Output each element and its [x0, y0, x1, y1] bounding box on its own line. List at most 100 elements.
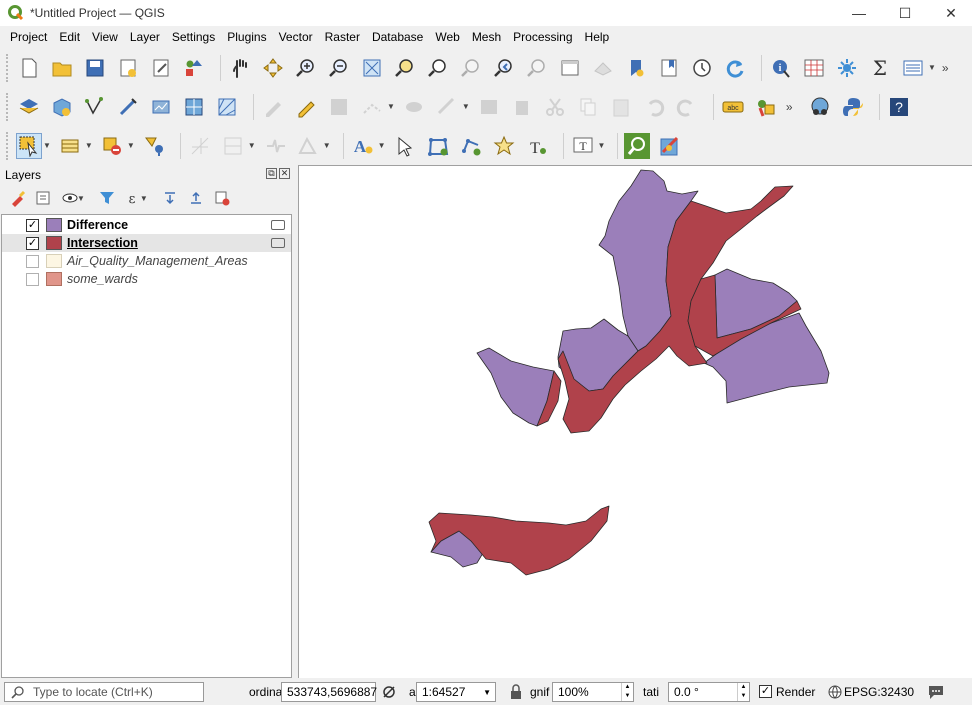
toolbar-overflow-icon[interactable]: » — [785, 99, 793, 114]
layer-visibility-checkbox[interactable] — [26, 272, 39, 286]
delete-selected-icon[interactable] — [509, 94, 535, 120]
menu-edit[interactable]: Edit — [59, 30, 81, 44]
dropdown-arrow-icon[interactable]: ▼ — [77, 193, 85, 203]
render-checkbox[interactable]: ✓ — [759, 685, 772, 698]
tracing-icon[interactable] — [262, 133, 288, 159]
collapse-all-icon[interactable] — [186, 188, 206, 208]
filter-legend-icon[interactable] — [97, 188, 117, 208]
zoom-to-layer-icon[interactable] — [425, 55, 451, 81]
toolbar-grip[interactable] — [6, 53, 10, 82]
text-annotation-icon[interactable]: T — [570, 133, 596, 159]
menu-project[interactable]: Project — [10, 30, 48, 44]
dropdown-arrow-icon[interactable]: ▼ — [139, 193, 148, 203]
embedded-widget-icon[interactable] — [271, 220, 285, 230]
undo-icon[interactable] — [641, 94, 667, 120]
toolbar-grip[interactable] — [6, 92, 10, 121]
add-group-icon[interactable] — [34, 188, 54, 208]
map-canvas[interactable] — [298, 165, 972, 678]
new-bookmark-icon[interactable] — [623, 55, 649, 81]
select-by-attribute-icon[interactable] — [57, 133, 83, 159]
toolbar-grip[interactable] — [6, 131, 10, 160]
add-raster-layer-icon[interactable] — [148, 94, 174, 120]
manage-visibility-icon[interactable] — [60, 188, 80, 208]
layer-styling-icon[interactable] — [753, 94, 779, 120]
float-panel-icon[interactable]: ⧉ — [266, 168, 277, 179]
expand-all-icon[interactable] — [160, 188, 180, 208]
add-point-feature-icon[interactable] — [491, 133, 517, 159]
zoom-out-icon[interactable] — [326, 55, 352, 81]
temporal-controller-icon[interactable] — [689, 55, 715, 81]
advanced-digitizing-icon[interactable] — [187, 133, 213, 159]
shape-digitizing-icon[interactable] — [295, 133, 321, 159]
layout-manager-icon[interactable] — [148, 55, 174, 81]
close-button[interactable]: ✕ — [945, 4, 957, 21]
data-source-manager-icon[interactable] — [16, 94, 42, 120]
zoom-full-icon[interactable] — [359, 55, 385, 81]
dropdown-arrow-icon[interactable]: ▼ — [247, 141, 256, 150]
new-3d-map-view-icon[interactable] — [590, 55, 616, 81]
save-layer-edits-icon[interactable] — [326, 94, 352, 120]
spin-arrows-icon[interactable]: ▲▼ — [737, 683, 749, 701]
menu-raster[interactable]: Raster — [324, 30, 360, 44]
menu-processing[interactable]: Processing — [513, 30, 573, 44]
select-features-icon[interactable] — [16, 132, 42, 159]
rotation-spinbox[interactable]: 0.0 °▲▼ — [668, 682, 750, 702]
dropdown-arrow-icon[interactable]: ▼ — [84, 141, 93, 150]
lock-scale-icon[interactable] — [509, 684, 523, 700]
dropdown-arrow-icon[interactable]: ▼ — [126, 141, 135, 150]
dropdown-arrow-icon[interactable]: ▼ — [43, 141, 51, 150]
python-console-icon[interactable] — [840, 94, 866, 120]
minimize-button[interactable]: — — [852, 5, 866, 21]
vertex-tool-icon[interactable] — [401, 94, 427, 120]
zoom-last-icon[interactable] — [491, 55, 517, 81]
new-project-icon[interactable] — [16, 55, 42, 81]
layer-row-air-quality[interactable]: Air_Quality_Management_Areas — [2, 252, 291, 270]
remove-layer-icon[interactable] — [212, 188, 232, 208]
georeferencer-icon[interactable] — [807, 94, 833, 120]
paste-features-icon[interactable] — [608, 94, 634, 120]
menu-settings[interactable]: Settings — [171, 30, 216, 44]
close-panel-icon[interactable]: ✕ — [279, 168, 290, 179]
maximize-button[interactable]: ☐ — [898, 4, 912, 21]
new-map-view-icon[interactable] — [557, 55, 583, 81]
identify-features-icon[interactable]: i — [768, 55, 794, 81]
zoom-to-selection-icon[interactable] — [392, 55, 418, 81]
menu-help[interactable]: Help — [584, 30, 610, 44]
dropdown-arrow-icon[interactable]: ▼ — [928, 63, 936, 72]
dropdown-arrow-icon[interactable]: ▼ — [461, 102, 470, 111]
style-manager-icon[interactable] — [181, 55, 207, 81]
dropdown-arrow-icon[interactable]: ▼ — [322, 141, 331, 150]
refresh-icon[interactable] — [722, 55, 748, 81]
layer-visibility-checkbox[interactable] — [26, 254, 39, 268]
add-line-feature-icon[interactable] — [458, 133, 484, 159]
edit-features-icon[interactable] — [476, 94, 502, 120]
crs-button[interactable]: EPSG:32430 — [844, 685, 915, 699]
help-icon[interactable]: ? — [886, 94, 912, 120]
add-polygon-feature-icon[interactable] — [425, 133, 451, 159]
add-wms-layer-icon[interactable] — [181, 94, 207, 120]
cut-features-icon[interactable] — [542, 94, 568, 120]
messages-icon[interactable] — [927, 683, 945, 701]
snapping-icon[interactable] — [220, 133, 246, 159]
select-by-location-icon[interactable] — [141, 133, 167, 159]
add-text-annotation-icon[interactable]: T — [524, 133, 550, 159]
zoom-next-icon[interactable] — [524, 55, 550, 81]
menu-plugins[interactable]: Plugins — [227, 30, 267, 44]
dropdown-arrow-icon[interactable]: ▼ — [377, 141, 386, 150]
add-mesh-layer-icon[interactable] — [214, 94, 240, 120]
menu-layer[interactable]: Layer — [129, 30, 160, 44]
select-label-icon[interactable] — [392, 133, 418, 159]
toolbar-overflow-icon[interactable]: » — [941, 60, 949, 75]
layer-visibility-checkbox[interactable]: ✓ — [26, 218, 39, 232]
toggle-editing-icon[interactable] — [293, 94, 319, 120]
dropdown-arrow-icon[interactable]: ▼ — [387, 102, 395, 111]
statistical-summary-icon[interactable]: Σ — [867, 55, 893, 81]
spin-arrows-icon[interactable]: ▲▼ — [621, 683, 633, 701]
pan-to-selection-icon[interactable] — [260, 55, 286, 81]
copy-features-icon[interactable] — [575, 94, 601, 120]
layer-row-intersection[interactable]: ✓ Intersection — [2, 234, 291, 252]
add-vector-layer-icon[interactable] — [82, 94, 108, 120]
digitize-icon[interactable] — [359, 94, 385, 120]
menu-web[interactable]: Web — [435, 30, 460, 44]
redo-icon[interactable] — [674, 94, 700, 120]
